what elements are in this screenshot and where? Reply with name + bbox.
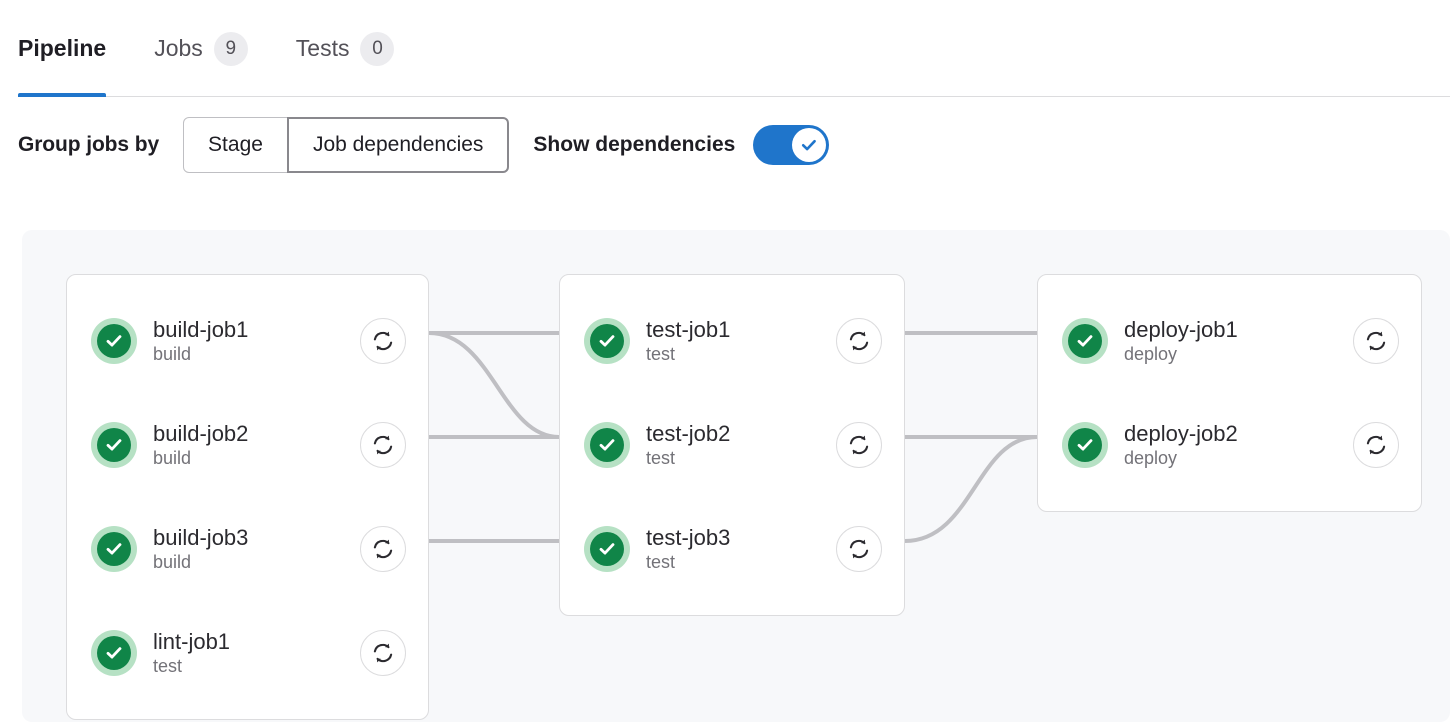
retry-icon[interactable] [836,526,882,572]
job-lint-job1[interactable]: lint-job1 test [67,601,428,705]
pipeline-graph: build-job1 build build-job2 build [22,230,1450,722]
tab-pipeline-label: Pipeline [18,35,107,61]
status-success-icon [91,422,137,468]
segment-stage[interactable]: Stage [183,117,288,173]
job-deploy-job2[interactable]: deploy-job2 deploy [1038,393,1421,497]
job-stage: build [153,448,192,469]
link-build-job1-test-job2 [428,331,560,439]
job-build-job2[interactable]: build-job2 build [67,393,428,497]
job-name: deploy-job1 [1124,317,1238,342]
deploy-column: deploy-job1 deploy deploy-job2 deploy [1037,274,1422,512]
link-test-job3-deploy-job2 [904,435,1038,543]
status-success-icon [584,318,630,364]
group-jobs-by-segmented-control: Stage Job dependencies [183,117,510,173]
test-column: test-job1 test test-job2 test [559,274,905,616]
status-success-icon [91,318,137,364]
retry-icon[interactable] [360,318,406,364]
job-test-job2[interactable]: test-job2 test [560,393,904,497]
status-success-icon [584,526,630,572]
tab-pipeline[interactable]: Pipeline [18,0,128,97]
job-test-job3[interactable]: test-job3 test [560,497,904,601]
job-name: test-job1 [646,317,731,342]
show-dependencies-toggle[interactable] [753,125,830,165]
status-success-icon [91,526,137,572]
retry-icon[interactable] [836,318,882,364]
show-dependencies-label: Show dependencies [533,133,736,156]
job-name: test-job2 [646,421,731,446]
job-stage: deploy [1124,448,1178,469]
job-name: build-job2 [153,421,249,446]
status-success-icon [584,422,630,468]
job-test-job1[interactable]: test-job1 test [560,289,904,393]
status-success-icon [1062,318,1108,364]
job-stage: test [646,552,676,573]
job-stage: build [153,344,192,365]
pipeline-controls: Group jobs by Stage Job dependencies Sho… [0,97,1450,193]
job-build-job3[interactable]: build-job3 build [67,497,428,601]
job-name: deploy-job2 [1124,421,1238,446]
job-deploy-job1[interactable]: deploy-job1 deploy [1038,289,1421,393]
job-stage: test [646,344,676,365]
build-column: build-job1 build build-job2 build [66,274,429,720]
job-name: build-job3 [153,525,249,550]
job-name: lint-job1 [153,629,231,654]
tab-tests[interactable]: Tests 0 [296,0,417,97]
job-build-job1[interactable]: build-job1 build [67,289,428,393]
status-success-icon [91,630,137,676]
job-name: test-job3 [646,525,731,550]
toggle-knob [792,128,827,162]
job-name: build-job1 [153,317,249,342]
tab-tests-badge: 0 [360,31,395,66]
job-stage: test [153,656,183,677]
tab-jobs-label: Jobs [154,35,203,61]
tab-jobs[interactable]: Jobs 9 [154,0,270,97]
retry-icon[interactable] [1353,318,1399,364]
segment-job-dependencies[interactable]: Job dependencies [286,117,510,173]
job-stage: test [646,448,676,469]
retry-icon[interactable] [836,422,882,468]
status-success-icon [1062,422,1108,468]
check-icon [802,139,817,151]
job-stage: build [153,552,192,573]
retry-icon[interactable] [360,630,406,676]
retry-icon[interactable] [1353,422,1399,468]
retry-icon[interactable] [360,422,406,468]
pipeline-tabs: Pipeline Jobs 9 Tests 0 [0,0,1450,97]
retry-icon[interactable] [360,526,406,572]
group-jobs-by-label: Group jobs by [18,133,160,156]
tab-tests-label: Tests [295,35,350,61]
tab-jobs-badge: 9 [213,31,248,66]
job-stage: deploy [1124,344,1178,365]
